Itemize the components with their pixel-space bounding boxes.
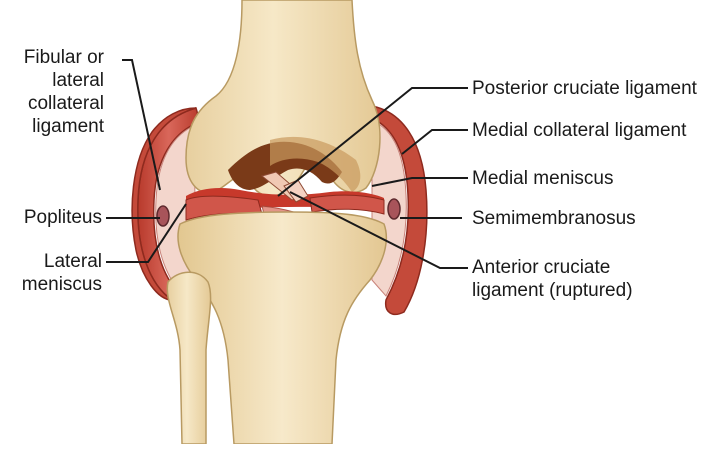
label-fibular-line-4: ligament bbox=[0, 115, 104, 138]
fibula bbox=[167, 272, 210, 444]
label-fibular-collateral: Fibular or lateral collateral ligament bbox=[0, 46, 104, 138]
semimembranosus-tendon bbox=[388, 199, 400, 219]
label-popliteus: Popliteus bbox=[0, 206, 102, 229]
popliteus-tendon bbox=[157, 206, 169, 226]
label-anterior-cruciate-line-1: Anterior cruciate bbox=[472, 256, 633, 279]
label-lateral-meniscus: Lateral meniscus bbox=[0, 250, 102, 296]
tibia bbox=[178, 212, 386, 444]
label-fibular-line-2: lateral bbox=[0, 69, 104, 92]
label-medial-collateral: Medial collateral ligament bbox=[472, 119, 686, 142]
label-fibular-line-3: collateral bbox=[0, 92, 104, 115]
label-anterior-cruciate: Anterior cruciate ligament (ruptured) bbox=[472, 256, 633, 302]
label-posterior-cruciate: Posterior cruciate ligament bbox=[472, 77, 697, 100]
label-fibular-line-1: Fibular or bbox=[0, 46, 104, 69]
medial-meniscus bbox=[310, 195, 384, 214]
label-medial-meniscus: Medial meniscus bbox=[472, 167, 614, 190]
label-lateral-meniscus-line-2: meniscus bbox=[0, 273, 102, 296]
label-anterior-cruciate-line-2: ligament (ruptured) bbox=[472, 279, 633, 302]
label-lateral-meniscus-line-1: Lateral bbox=[0, 250, 102, 273]
label-semimembranosus: Semimembranosus bbox=[472, 207, 636, 230]
